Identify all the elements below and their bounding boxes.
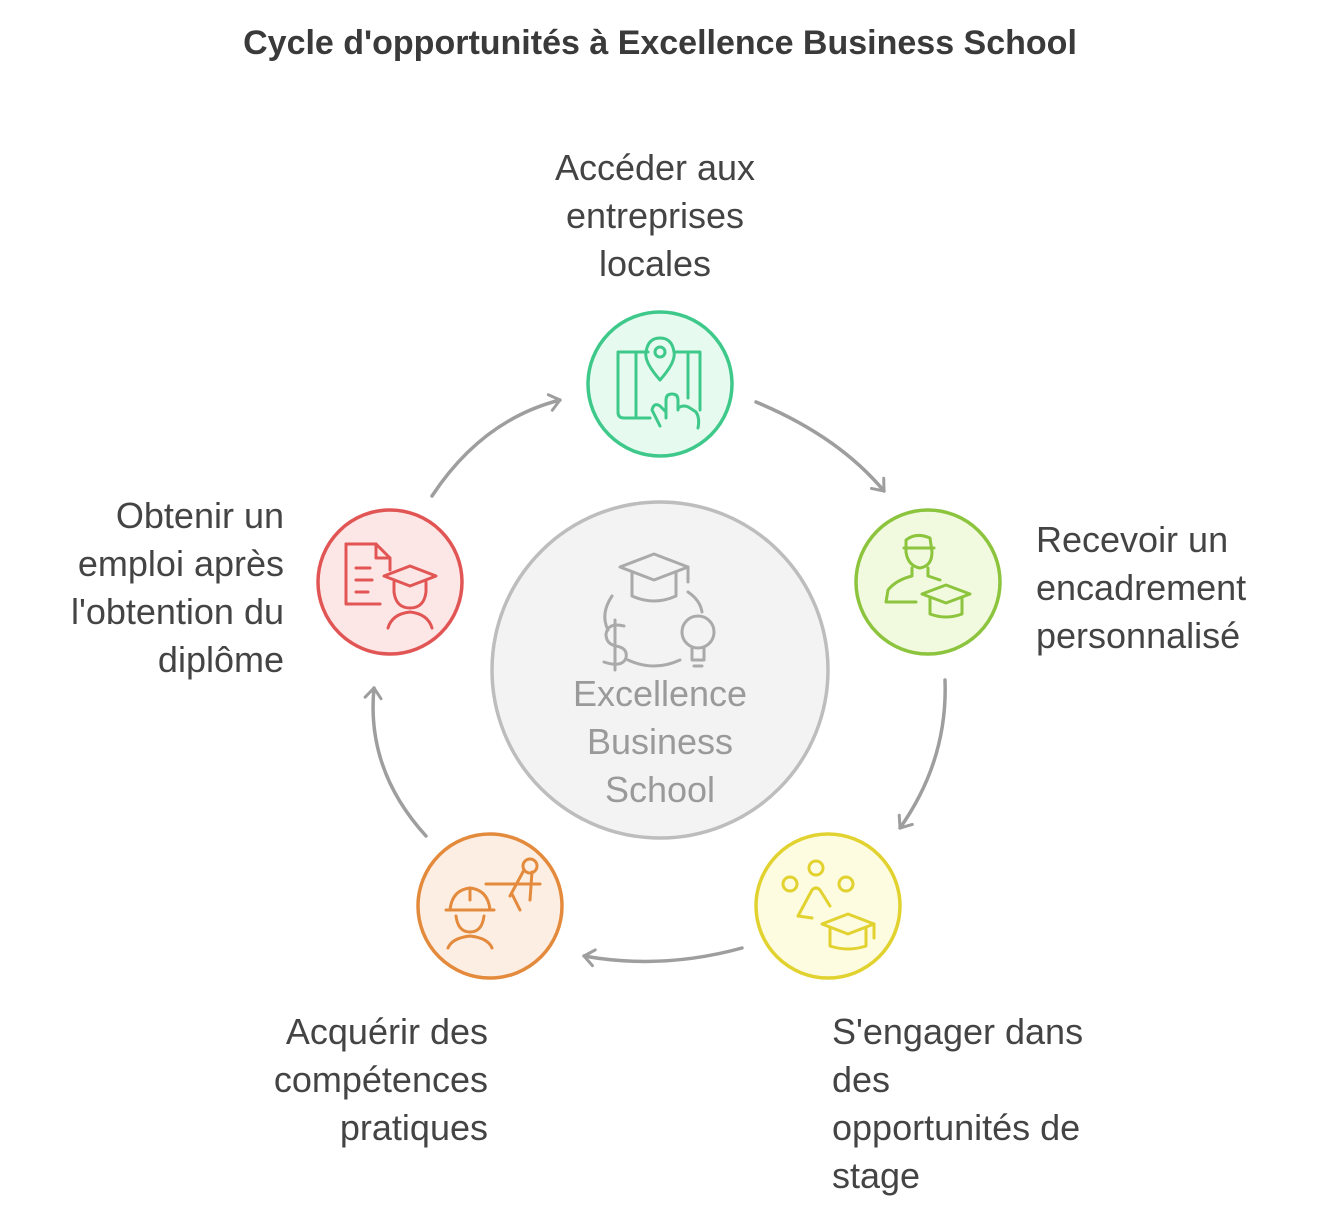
step-label-line: Recevoir un (1036, 519, 1229, 560)
arrow-step4-to-step5 (363, 686, 428, 838)
center-label-line: School (604, 769, 716, 810)
diagram-title: Cycle d'opportunités à Excellence Busine… (243, 24, 1077, 62)
step-node-3 (754, 832, 902, 980)
step-label-line: personnalisé (1036, 615, 1241, 656)
graduation-cycle-icon (602, 552, 716, 672)
step-label-line: stage (832, 1155, 921, 1196)
center-label-line: Business (586, 721, 734, 762)
step-label-line: locales (598, 243, 712, 284)
step-label-5: Obtenir un emploi après l'obtention du d… (10, 492, 284, 684)
step-label-1: Accéder aux entreprises locales (520, 144, 790, 288)
map-pin-touch-icon (616, 336, 702, 430)
step-label-line: Obtenir un (115, 495, 284, 536)
center-label-line: Excellence (572, 673, 748, 714)
step-label-line: Accéder aux (554, 147, 756, 188)
step-label-line: compétences (273, 1059, 488, 1100)
engineer-compass-icon (444, 857, 542, 950)
step-label-4: Acquérir des compétences pratiques (200, 1008, 488, 1152)
arrow-step3-to-step4 (582, 946, 744, 968)
step-label-line: l'obtention du (70, 591, 284, 632)
step-label-line: diplôme (157, 639, 284, 680)
step-node-1 (586, 310, 734, 458)
step-label-2: Recevoir un encadrement personnalisé (1036, 516, 1246, 660)
step-label-line: emploi après (77, 543, 284, 584)
diploma-graduate-icon (344, 542, 438, 630)
arrow-step1-to-step2 (754, 400, 886, 493)
step-label-line: encadrement (1036, 567, 1247, 608)
center-label: Excellence Business School (530, 670, 790, 814)
center-node (490, 500, 830, 840)
step-label-3: S'engager dans des opportunités de stage (832, 1008, 1083, 1200)
step-label-line: S'engager dans (832, 1011, 1084, 1052)
step-label-line: pratiques (339, 1107, 488, 1148)
arrow-step5-to-step1 (430, 393, 562, 498)
step-label-line: Acquérir des (285, 1011, 488, 1052)
step-label-line: opportunités de (832, 1107, 1081, 1148)
arrow-step2-to-step3 (897, 678, 947, 830)
step-label-line: des (832, 1059, 891, 1100)
step-node-2 (854, 508, 1002, 656)
internship-graduate-icon (781, 859, 876, 951)
step-label-line: entreprises (565, 195, 745, 236)
step-node-4 (416, 832, 564, 980)
step-node-5 (316, 508, 464, 656)
mentor-graduate-icon (884, 533, 972, 619)
cycle-arrows (363, 393, 947, 968)
